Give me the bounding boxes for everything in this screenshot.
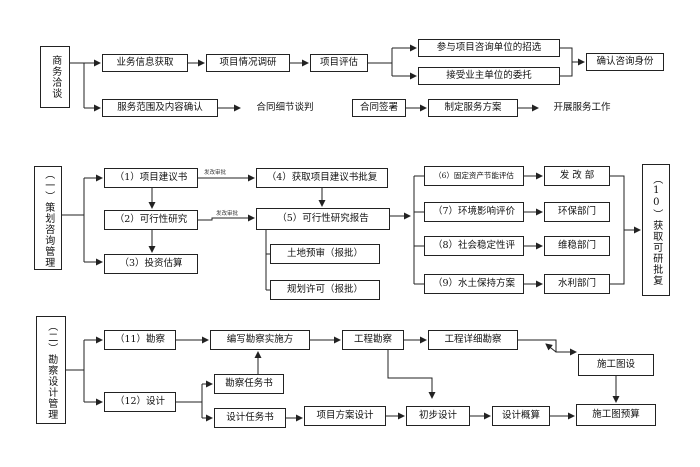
node-construction-drawing: 施工图设 xyxy=(578,354,654,376)
node-scheme-design: 项目方案设计 xyxy=(304,406,386,426)
node-label: 工程详细勘察 xyxy=(444,333,502,345)
node-label: 土地预审（报批） xyxy=(286,247,363,259)
node-label: 勘察任务书 xyxy=(225,377,273,389)
section-title-survey-design: （二）勘察设计管理 xyxy=(36,316,66,424)
section-title-planning-text: （一）策划咨询管理 xyxy=(42,168,54,268)
node-confirm-identity: 确认咨询身份 xyxy=(586,53,664,71)
node-label: 设计任务书 xyxy=(226,411,274,423)
node-label: 工程勘察 xyxy=(353,333,392,345)
node-label: （5）可行性研究报告 xyxy=(277,212,369,224)
connector xyxy=(387,350,436,399)
node-feasibility-approval: （10）获取可研批复 xyxy=(642,164,670,296)
node-label: 制定服务方案 xyxy=(444,101,502,113)
node-service-plan: 制定服务方案 xyxy=(428,99,518,117)
node-dept-stability: 维稳部门 xyxy=(544,236,610,256)
node-label: 编写勘察实施方 xyxy=(226,333,294,345)
node-proposal-approval: （4）获取项目建议书批复 xyxy=(256,168,388,188)
node-feasibility-report: （5）可行性研究报告 xyxy=(256,208,390,230)
node-contract-negotiation: 合同细节谈判 xyxy=(242,99,328,117)
node-label: 发 改 部 xyxy=(559,169,595,181)
node-label: 参与项目咨询单位的招选 xyxy=(436,41,542,53)
node-soil-water-plan: （9）水土保持方案 xyxy=(424,274,524,294)
section-title-business-text: 商务洽谈 xyxy=(49,55,61,99)
node-label: 施工图设 xyxy=(596,358,635,370)
edge-label-approval: 发改审批 xyxy=(204,170,227,176)
node-label: 接受业主单位的委托 xyxy=(446,69,532,81)
node-label: 规划许可（报批） xyxy=(286,283,363,295)
node-stability-assessment: （8）社会稳定性评 xyxy=(424,236,524,256)
node-label: 施工图预算 xyxy=(592,408,640,420)
node-dept-water: 水利部门 xyxy=(544,274,610,294)
connector xyxy=(518,339,577,356)
node-energy-assessment: （6）固定资产节能评估 xyxy=(424,166,524,186)
connector xyxy=(545,343,557,353)
node-investment-estimate: （3）投资估算 xyxy=(104,254,198,274)
node-design-estimate: 设计概算 xyxy=(492,406,550,426)
node-start-service: 开展服务工作 xyxy=(540,99,624,117)
connector xyxy=(198,214,255,222)
node-label: （6）固定资产节能评估 xyxy=(434,170,514,180)
node-survey-plan: 编写勘察实施方 xyxy=(210,330,310,350)
node-label: 环保部门 xyxy=(557,205,596,217)
section-title-survey-design-text: （二）勘察设计管理 xyxy=(45,320,57,420)
node-survey: （11）勘察 xyxy=(104,330,176,350)
section-title-planning: （一）策划咨询管理 xyxy=(34,166,62,270)
node-option-entrust: 接受业主单位的委托 xyxy=(418,67,560,85)
node-label: 合同细节谈判 xyxy=(256,101,314,113)
node-dept-environment: 环保部门 xyxy=(544,202,610,222)
node-proposal: （1）项目建议书 xyxy=(104,168,198,188)
node-label: （12）设计 xyxy=(114,395,166,407)
node-scope-confirm: 服务范围及内容确认 xyxy=(102,99,218,117)
node-feasibility-study: （2）可行性研究 xyxy=(104,210,198,230)
node-label: （2）可行性研究 xyxy=(114,213,188,225)
connector xyxy=(610,175,625,285)
node-business-info: 业务信息获取 xyxy=(102,54,188,72)
node-label: （11）勘察 xyxy=(114,333,166,345)
node-land-preapproval: 土地预审（报批） xyxy=(270,244,380,264)
node-option-selection: 参与项目咨询单位的招选 xyxy=(418,39,560,57)
node-label: 初步设计 xyxy=(418,409,457,421)
edge-label-approval: 发改审批 xyxy=(216,211,239,217)
node-label: （1）项目建议书 xyxy=(114,171,188,183)
node-label: （3）投资估算 xyxy=(119,257,183,269)
node-project-evaluation: 项目评估 xyxy=(310,54,368,72)
node-planning-permit: 规划许可（报批） xyxy=(270,280,380,300)
node-label: （8）社会稳定性评 xyxy=(432,239,516,251)
node-project-research: 项目情况调研 xyxy=(206,54,290,72)
node-contract-sign: 合同签署 xyxy=(352,99,406,117)
node-label: （9）水土保持方案 xyxy=(432,277,516,289)
node-preliminary-design: 初步设计 xyxy=(406,406,470,426)
node-environment-assessment: （7）环境影响评价 xyxy=(424,202,524,222)
node-drawing-budget: 施工图预算 xyxy=(576,404,656,426)
node-label: 开展服务工作 xyxy=(553,101,611,113)
connector xyxy=(560,47,573,77)
node-label: 项目评估 xyxy=(319,56,358,68)
node-label: 水利部门 xyxy=(557,277,596,289)
section-title-business: 商务洽谈 xyxy=(40,46,70,108)
node-label: 确认咨询身份 xyxy=(596,55,654,67)
node-label: （4）获取项目建议书批复 xyxy=(266,171,378,183)
node-label: （10）获取可研批复 xyxy=(650,174,662,286)
node-dept-development: 发 改 部 xyxy=(544,166,610,186)
node-label: 项目情况调研 xyxy=(219,56,277,68)
node-label: 业务信息获取 xyxy=(116,56,174,68)
node-label: 设计概算 xyxy=(501,409,540,421)
node-survey-task: 勘察任务书 xyxy=(214,374,284,394)
node-label: 合同签署 xyxy=(359,101,398,113)
node-engineering-survey: 工程勘察 xyxy=(342,330,404,350)
node-label: 服务范围及内容确认 xyxy=(117,101,203,113)
node-detailed-survey: 工程详细勘察 xyxy=(428,330,518,350)
node-label: （7）环境影响评价 xyxy=(432,205,516,217)
node-design: （12）设计 xyxy=(104,392,176,412)
node-label: 项目方案设计 xyxy=(316,409,374,421)
node-label: 维稳部门 xyxy=(557,239,596,251)
node-design-task: 设计任务书 xyxy=(214,408,286,428)
